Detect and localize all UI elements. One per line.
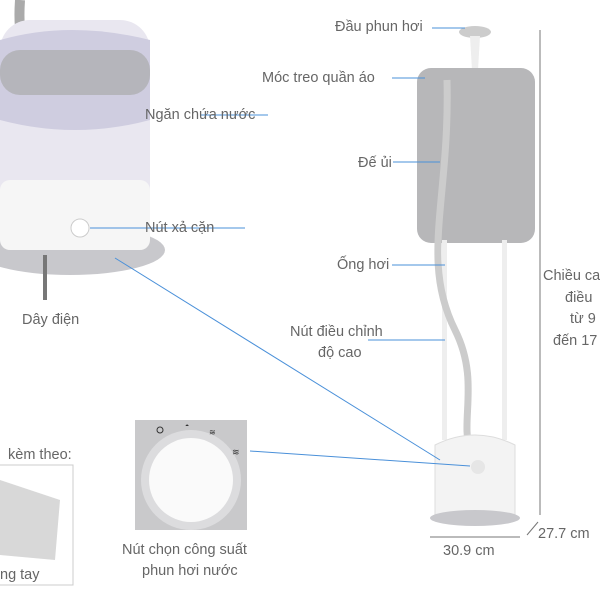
steam-low-icon: ◓ — [185, 423, 189, 430]
label-height-2: điều — [565, 290, 593, 306]
leader-lines — [90, 27, 471, 467]
label-ironing-board: Đế ủi — [358, 155, 392, 171]
steam-high-icon: ≋ — [232, 447, 240, 457]
label-accessories: kèm theo: — [8, 447, 72, 463]
label-power-knob-2: phun hơi nước — [142, 563, 238, 579]
steamer-full — [417, 26, 535, 526]
label-hanger: Móc treo quần áo — [262, 70, 375, 86]
steam-mid-icon: ≋ — [209, 428, 216, 437]
label-steam-hose: Ống hơi — [337, 257, 390, 273]
glove-image — [0, 480, 60, 560]
label-height-adjust-2: độ cao — [318, 345, 362, 361]
label-height-4: đến 17 — [553, 333, 598, 349]
label-power-knob-1: Nút chọn công suất — [122, 542, 247, 558]
water-tank-closeup — [0, 0, 165, 300]
label-water-tank: Ngăn chứa nước — [145, 107, 256, 123]
dimension-width: 30.9 cm — [443, 543, 495, 559]
label-height-1: Chiều ca — [543, 268, 600, 284]
label-height-adjust-1: Nút điều chỉnh — [290, 324, 383, 340]
label-glove: ng tay — [0, 567, 40, 583]
power-knob-closeup: ◓ ≋ ≋ — [135, 420, 247, 530]
label-descale-button: Nút xả cặn — [145, 220, 215, 236]
label-nozzle: Đầu phun hơi — [335, 19, 423, 35]
off-icon — [156, 426, 164, 434]
dimension-depth: 27.7 cm — [538, 526, 590, 542]
label-power-cord: Dây điện — [22, 312, 80, 328]
dimension-lines — [430, 30, 541, 538]
label-height-3: từ 9 — [570, 311, 596, 327]
